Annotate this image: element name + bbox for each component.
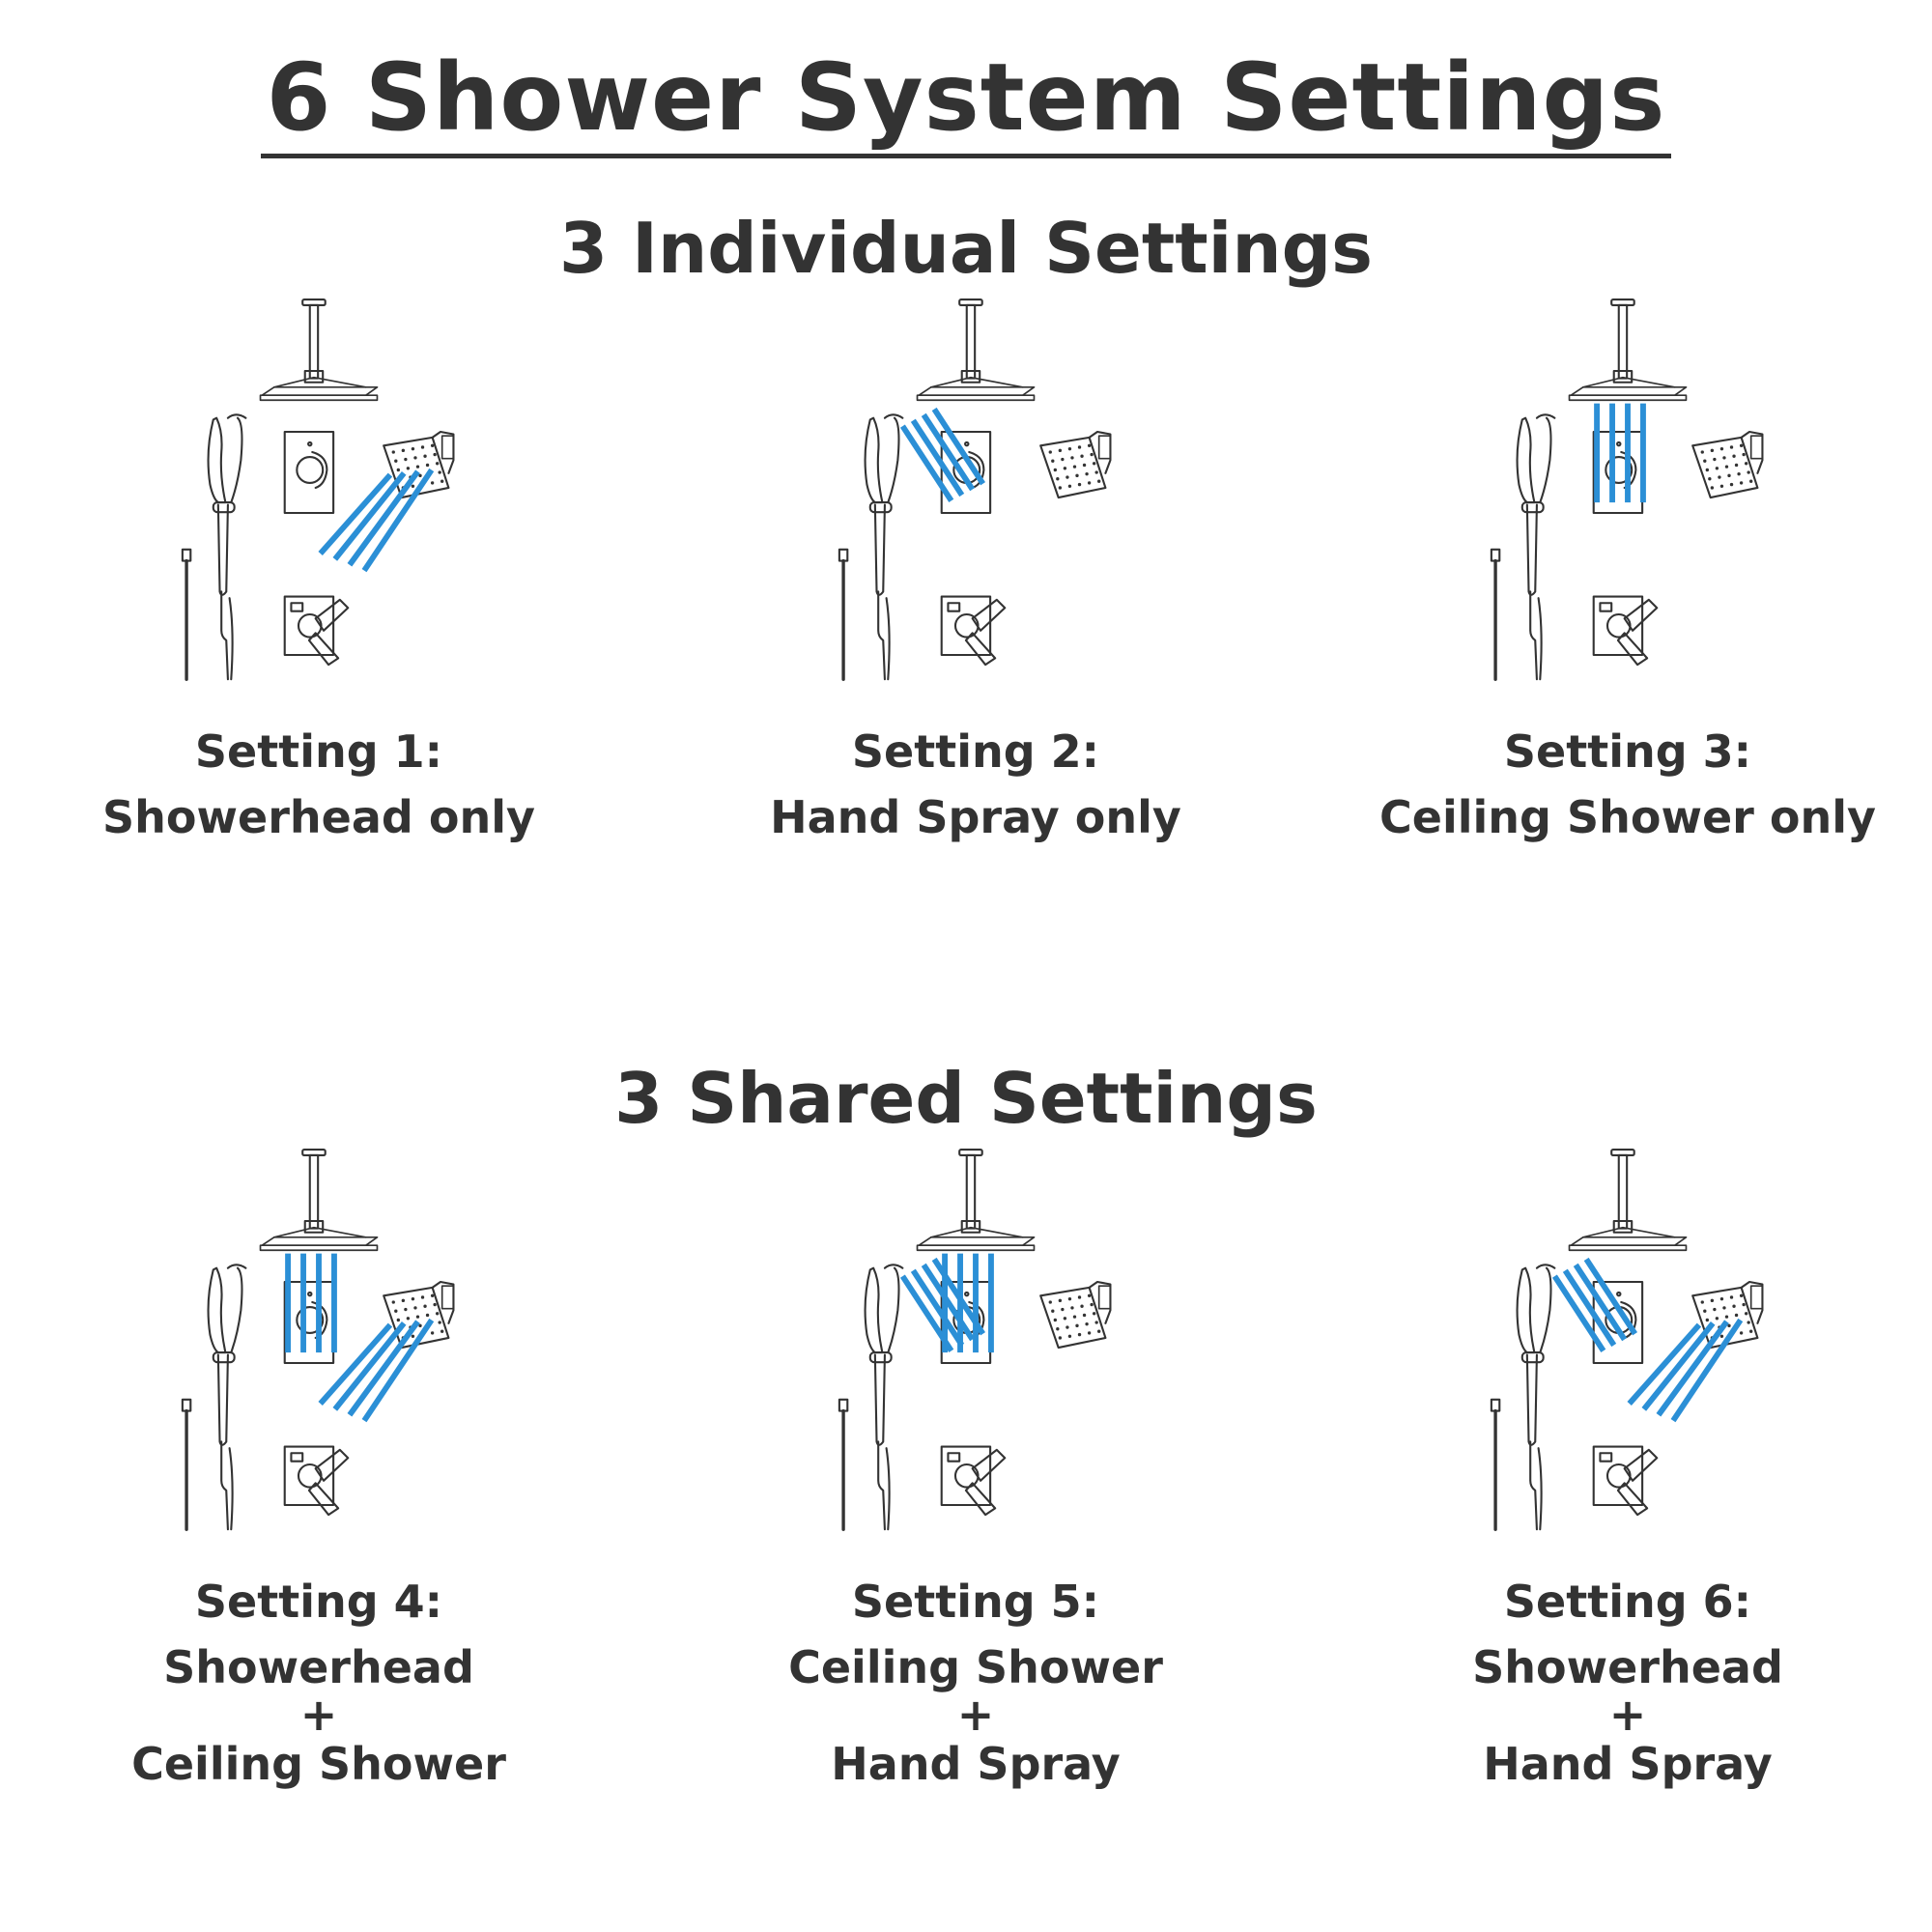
spray-line-handspray xyxy=(921,1263,976,1342)
spray-line-handspray xyxy=(931,407,986,486)
setting-description-line: Hand Spray xyxy=(831,1737,1121,1790)
setting-panel-4: Setting 4: Showerhead+Ceiling Shower xyxy=(10,1140,628,1791)
hand-spray-icon xyxy=(181,1264,247,1531)
setting-description-line: Ceiling Shower only xyxy=(1379,791,1876,844)
setting-panel-5: Setting 5: Ceiling Shower+Hand Spray xyxy=(667,1140,1285,1791)
shower-system-diagram xyxy=(181,1149,455,1531)
diverter-valve-icon xyxy=(940,430,992,515)
ceiling-shower-icon xyxy=(1568,298,1688,402)
setting-description-line: Showerhead xyxy=(163,1641,474,1694)
hand-spray-icon xyxy=(838,1264,904,1531)
thermostatic-valve-icon xyxy=(1592,1445,1659,1517)
thermostatic-valve-icon xyxy=(940,595,1007,667)
ceiling-shower-icon xyxy=(1568,1149,1688,1252)
setting-description-line: Hand Spray xyxy=(1483,1737,1773,1790)
setting-label: Setting 5: xyxy=(851,1576,1100,1628)
spray-line-handspray xyxy=(899,424,954,503)
ceiling-shower-icon xyxy=(916,1149,1036,1252)
setting-description-line: Hand Spray only xyxy=(770,791,1181,844)
spray-line-handspray xyxy=(931,1257,986,1336)
spray-line-handspray xyxy=(1551,1274,1606,1353)
setting-panel-1: Setting 1: Showerhead only xyxy=(10,290,628,844)
spray-line-showerhead xyxy=(1670,1318,1744,1423)
ceiling-shower-icon xyxy=(259,298,379,402)
spray-line-showerhead xyxy=(1641,1321,1716,1411)
diverter-valve-icon xyxy=(1592,430,1644,515)
ceiling-shower-icon xyxy=(259,1149,379,1252)
plus-sign: + xyxy=(1608,1689,1647,1742)
hand-spray-icon xyxy=(181,413,247,681)
setting-panel-6: Setting 6: Showerhead+Hand Spray xyxy=(1319,1140,1932,1791)
thermostatic-valve-icon xyxy=(1592,595,1659,667)
setting-description-line: Ceiling Shower xyxy=(131,1737,506,1790)
showerhead-icon xyxy=(1039,430,1112,499)
thermostatic-valve-icon xyxy=(283,1445,350,1517)
setting-caption: Setting 4: Showerhead+Ceiling Shower xyxy=(10,1575,628,1791)
shower-system-diagram xyxy=(838,298,1112,681)
spray-line-showerhead xyxy=(318,472,393,555)
showerhead-icon xyxy=(1691,430,1764,499)
page-title: 6 Shower System Settings xyxy=(0,43,1932,158)
spray-line-showerhead xyxy=(347,469,420,567)
spray-line-showerhead xyxy=(332,471,407,561)
setting-caption: Setting 3: Ceiling Shower only xyxy=(1319,724,1932,844)
thermostatic-valve-icon xyxy=(283,595,350,667)
ceiling-shower-icon xyxy=(916,298,1036,402)
setting-description-line: Showerhead only xyxy=(102,791,535,844)
setting-caption: Setting 5: Ceiling Shower+Hand Spray xyxy=(667,1575,1285,1791)
shower-system-diagram xyxy=(181,298,455,681)
section-heading-shared: 3 Shared Settings xyxy=(614,1058,1318,1139)
spray-line-showerhead xyxy=(332,1321,407,1411)
spray-line-showerhead xyxy=(361,468,435,573)
spray-line-handspray xyxy=(1573,1263,1628,1342)
hand-spray-icon xyxy=(1490,1264,1556,1531)
setting-description-line: Ceiling Shower xyxy=(788,1641,1163,1694)
thermostatic-valve-icon xyxy=(940,1445,1007,1517)
showerhead-icon xyxy=(1039,1280,1112,1350)
plus-sign: + xyxy=(299,1689,338,1742)
spray-line-showerhead xyxy=(347,1320,420,1417)
spray-line-showerhead xyxy=(1627,1322,1702,1406)
spray-line-showerhead xyxy=(318,1322,393,1406)
setting-panel-3: Setting 3: Ceiling Shower only xyxy=(1319,290,1932,844)
shower-system-diagram xyxy=(1490,298,1764,681)
setting-panel-2: Setting 2: Hand Spray only xyxy=(667,290,1285,844)
spray-line-showerhead xyxy=(1656,1320,1729,1417)
section-heading-individual: 3 Individual Settings xyxy=(558,208,1374,289)
spray-line-handspray xyxy=(1562,1268,1617,1348)
hand-spray-icon xyxy=(1490,413,1556,681)
setting-label: Setting 3: xyxy=(1503,725,1752,778)
setting-caption: Setting 1: Showerhead only xyxy=(10,724,628,844)
spray-line-handspray xyxy=(910,418,965,497)
setting-label: Setting 4: xyxy=(194,1576,443,1628)
setting-caption: Setting 6: Showerhead+Hand Spray xyxy=(1319,1575,1932,1791)
spray-line-handspray xyxy=(910,1268,965,1348)
setting-label: Setting 2: xyxy=(851,725,1100,778)
setting-label: Setting 1: xyxy=(194,725,443,778)
spray-line-handspray xyxy=(899,1274,954,1353)
diverter-valve-icon xyxy=(283,1280,335,1365)
setting-description-line: Showerhead xyxy=(1472,1641,1783,1694)
setting-label: Setting 6: xyxy=(1503,1576,1752,1628)
shower-system-diagram xyxy=(838,1149,1112,1531)
diverter-valve-icon xyxy=(283,430,335,515)
shower-system-diagram xyxy=(1490,1149,1764,1531)
spray-line-handspray xyxy=(1583,1257,1638,1336)
hand-spray-icon xyxy=(838,413,904,681)
spray-line-handspray xyxy=(921,412,976,492)
setting-caption: Setting 2: Hand Spray only xyxy=(667,724,1285,844)
spray-line-showerhead xyxy=(361,1318,435,1423)
plus-sign: + xyxy=(956,1689,995,1742)
